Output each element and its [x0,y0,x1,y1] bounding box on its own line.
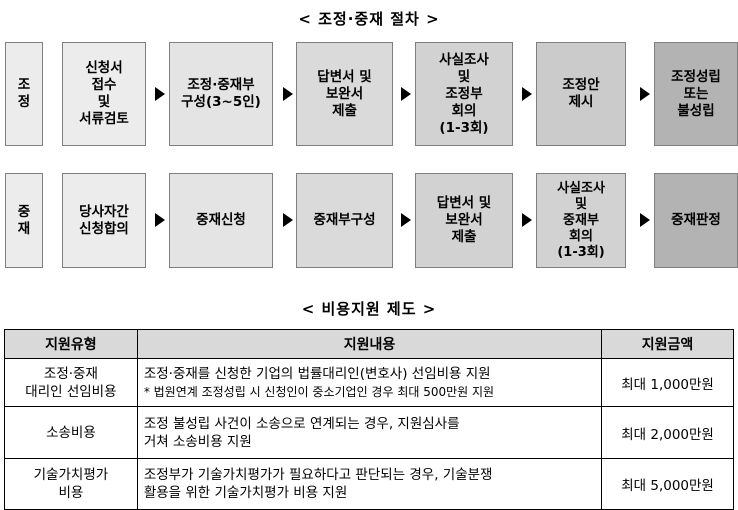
row-content-note: * 법원연계 조정성립 시 신청인이 중소기업인 경우 최대 500만원 지원 [143,384,495,399]
arrow-right-icon [401,213,411,227]
row-type: 기술가치평가 비용 [4,458,138,510]
mediation-step-6: 조정성립 또는 불성립 [654,42,738,146]
row-content-line2: 거쳐 소송비용 지원 [143,433,252,450]
arrow-right-icon [401,87,411,101]
mediation-label: 조 정 [5,42,43,146]
arrow-right-icon [155,213,165,227]
table-row: 소송비용 조정 불성립 사건이 소송으로 연계되는 경우, 지원심사를 거쳐 소… [4,406,734,459]
arrow-right-icon [283,87,293,101]
row-content-line2: 활용을 위한 기술가치평가 비용 지원 [143,485,348,501]
row-type-line1: 소송비용 [46,424,96,441]
arbitration-step-3: 중재부구성 [296,173,393,268]
row-amount: 최대 1,000만원 [601,358,734,407]
arrow-right-icon [522,87,532,101]
row-amount: 최대 2,000만원 [601,406,734,459]
table-row: 기술가치평가 비용 조정부가 기술가치평가가 필요하다고 판단되는 경우, 기술… [4,458,734,510]
arbitration-step-2: 중재신청 [169,173,273,268]
row-type-line2: 대리인 선임비용 [25,383,117,400]
row-type: 조정·중재 대리인 선임비용 [4,358,138,407]
row-amount: 최대 5,000만원 [601,458,734,510]
row-content: 조정부가 기술가치평가가 필요하다고 판단되는 경우, 기술분쟁 활용을 위한 … [136,458,603,510]
arbitration-step-1: 당사자간 신청합의 [62,173,146,268]
mediation-step-1: 신청서 접수 및 서류검토 [62,42,146,146]
arbitration-label: 중 재 [5,173,43,268]
table-header: 지원유형 지원내용 지원금액 [4,329,734,359]
arrow-right-icon [640,213,650,227]
mediation-step-4: 사실조사 및 조정부 회의 (1-3회) [415,42,513,146]
arrow-right-icon [155,87,165,101]
arrow-right-icon [283,213,293,227]
arbitration-step-4: 답변서 및 보완서 제출 [415,173,513,268]
header-type: 지원유형 [4,329,138,359]
arrow-right-icon [522,213,532,227]
mediation-step-2: 조정·중재부 구성(3~5인) [169,42,273,146]
row-type-line1: 조정·중재 [43,365,98,382]
support-table: 지원유형 지원내용 지원금액 조정·중재 대리인 선임비용 조정·중재를 신청한… [4,329,734,510]
header-amount: 지원금액 [601,329,734,359]
arbitration-step-5: 사실조사 및 중재부 회의 (1-3회) [536,173,626,268]
arrow-right-icon [640,87,650,101]
procedure-title: < 조정·중재 절차 > [298,10,440,28]
arbitration-step-6: 중재판정 [654,173,738,268]
row-content: 조정·중재를 신청한 기업의 법률대리인(변호사) 선임비용 지원 * 법원연계… [136,358,603,407]
row-content: 조정 불성립 사건이 소송으로 연계되는 경우, 지원심사를 거쳐 소송비용 지… [136,406,603,459]
header-content: 지원내용 [136,329,603,359]
row-content-line1: 조정 불성립 사건이 소송으로 연계되는 경우, 지원심사를 [143,415,460,432]
mediation-step-3: 답변서 및 보완서 제출 [296,42,393,146]
table-row: 조정·중재 대리인 선임비용 조정·중재를 신청한 기업의 법률대리인(변호사)… [4,358,734,407]
row-type-line2: 비용 [58,485,84,501]
support-title: < 비용지원 제도 > [301,300,437,318]
row-type-line1: 기술가치평가 [33,467,109,483]
row-type: 소송비용 [4,406,138,459]
mediation-step-5: 조정안 제시 [536,42,626,146]
row-content-line1: 조정부가 기술가치평가가 필요하다고 판단되는 경우, 기술분쟁 [143,467,493,483]
row-content-line1: 조정·중재를 신청한 기업의 법률대리인(변호사) 선임비용 지원 [143,365,491,382]
